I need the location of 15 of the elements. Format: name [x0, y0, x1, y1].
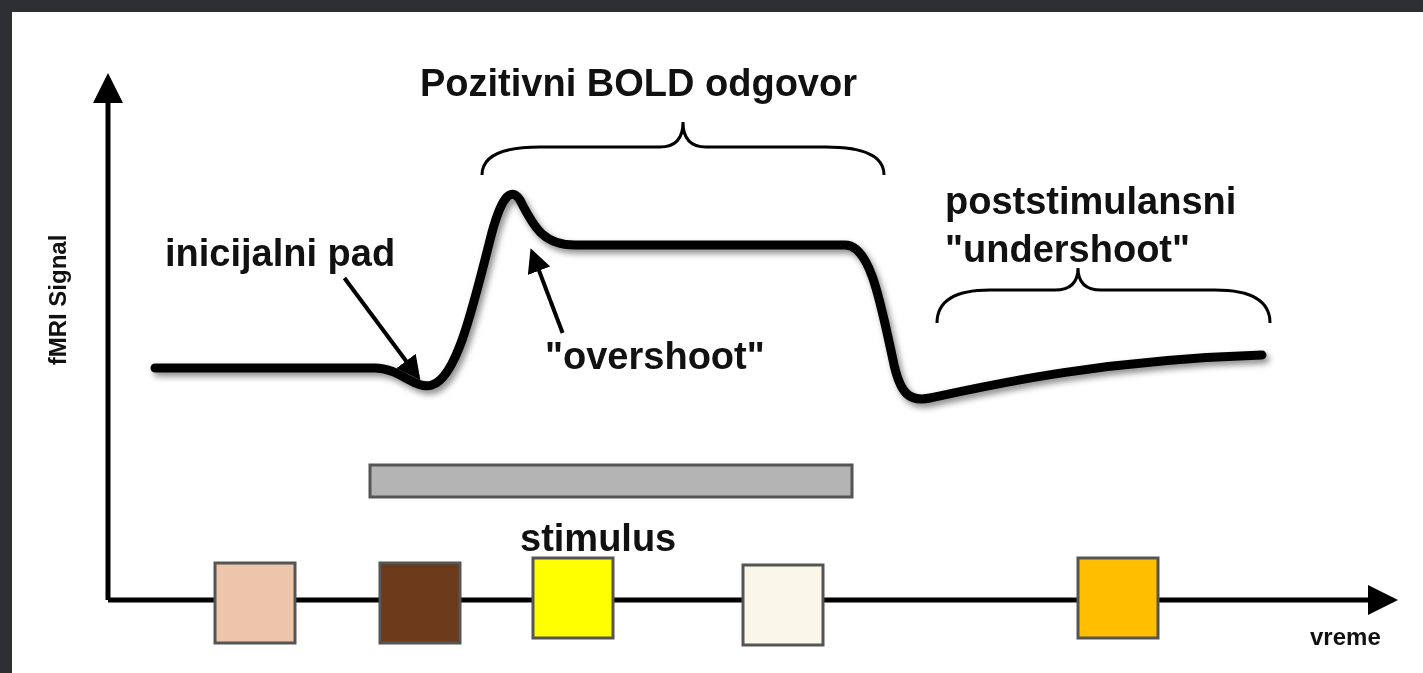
color-square — [213, 561, 297, 645]
stimulus-label: stimulus — [520, 516, 677, 561]
annotation-text: inicijalni pad — [165, 230, 396, 278]
axis-title: fMRI Signal — [42, 234, 72, 366]
color-square — [378, 561, 462, 645]
color-square — [531, 556, 615, 640]
heading-label: Pozitivni BOLD odgovor — [420, 61, 857, 106]
stimulus-bar — [368, 463, 854, 499]
annotation-text: poststimulansni "undershoot" — [945, 179, 1238, 272]
leader-arrow — [342, 276, 421, 381]
leader-arrow — [527, 248, 565, 334]
color-square — [741, 563, 825, 647]
color-square — [1076, 556, 1160, 640]
annotation-text: "overshoot" — [545, 333, 765, 381]
axis-title: vreme — [1310, 622, 1381, 652]
